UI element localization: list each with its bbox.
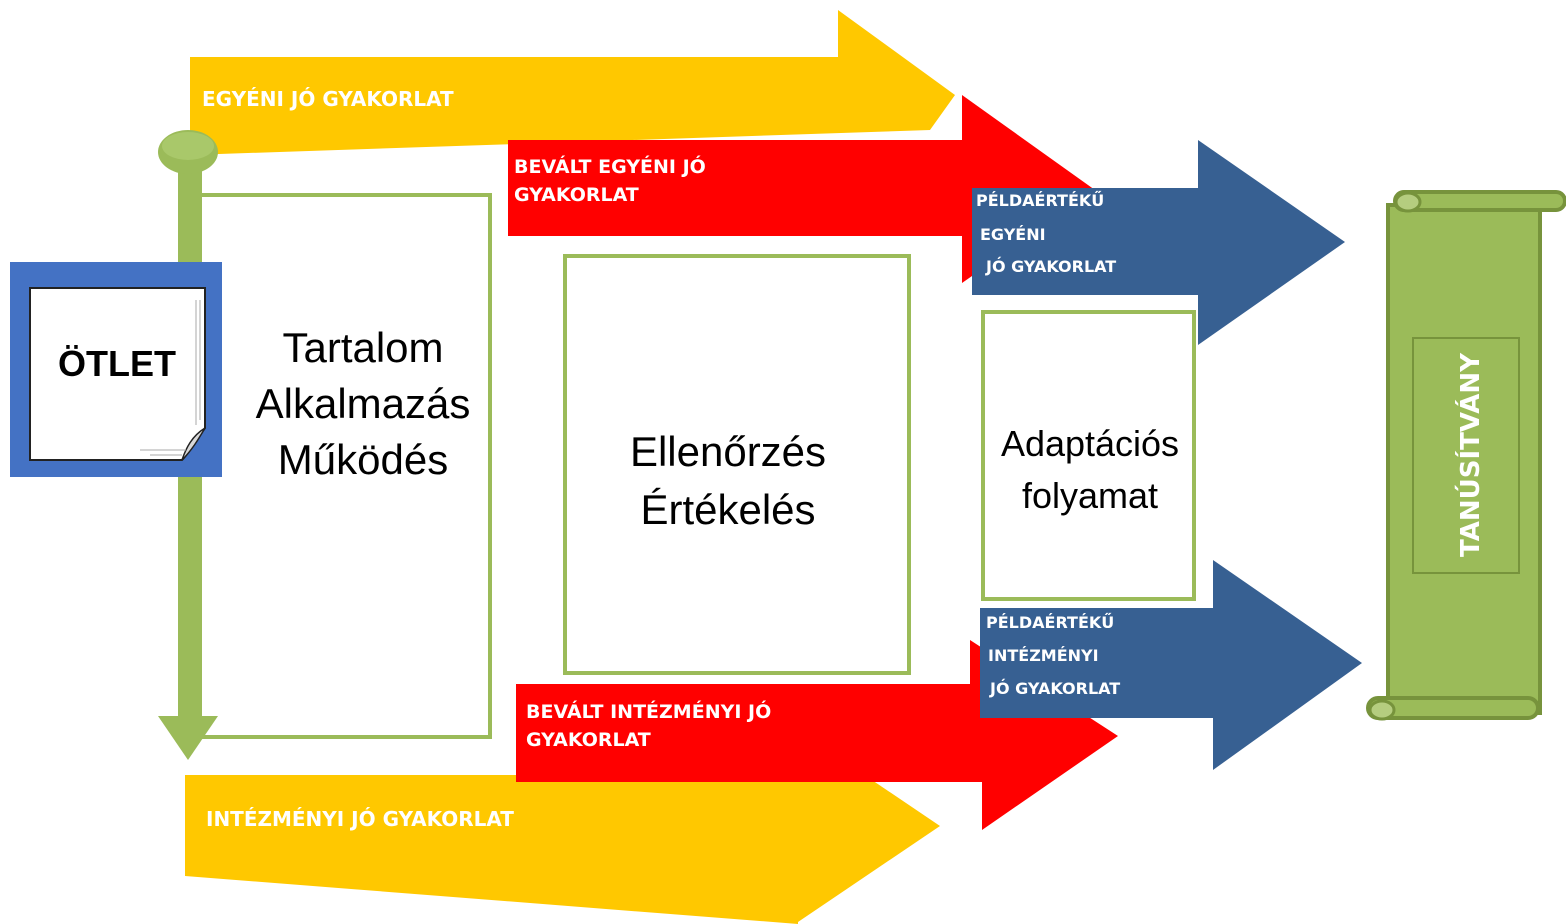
exemplary-institutional-label-line2: INTÉZMÉNYI: [988, 646, 1099, 665]
exemplary-individual-label-line3: JÓ GYAKORLAT: [985, 257, 1116, 276]
evaluation-box: Ellenőrzés Értékelés: [563, 254, 911, 675]
exemplary-individual-label-line1: PÉLDAÉRTÉKŰ: [976, 190, 1104, 210]
proven-individual-label-line2: GYAKORLAT: [514, 184, 639, 206]
adaptation-box-line1: Adaptációs: [1001, 423, 1179, 464]
scroll-icon: [1366, 190, 1566, 721]
individual-good-practice-label: EGYÉNI JÓ GYAKORLAT: [202, 87, 454, 111]
evaluation-box-line1: Ellenőrzés: [630, 428, 826, 475]
exemplary-institutional-label-line3: JÓ GYAKORLAT: [989, 679, 1120, 698]
adaptation-box: Adaptációs folyamat: [981, 310, 1196, 601]
certificate-label: TANÚSÍTVÁNY: [1454, 352, 1486, 557]
individual-good-practice-arrow: EGYÉNI JÓ GYAKORLAT: [190, 10, 955, 155]
evaluation-box-line2: Értékelés: [640, 486, 815, 533]
exemplary-institutional-arrow: PÉLDAÉRTÉKŰ INTÉZMÉNYI JÓ GYAKORLAT: [980, 560, 1362, 770]
content-box: Tartalom Alkalmazás Működés: [194, 193, 492, 739]
adaptation-box-line2: folyamat: [1022, 475, 1158, 516]
proven-institutional-arrow: BEVÁLT INTÉZMÉNYI JÓ GYAKORLAT: [516, 640, 1118, 830]
institutional-good-practice-label: INTÉZMÉNYI JÓ GYAKORLAT: [206, 807, 514, 831]
certificate-scroll: TANÚSÍTVÁNY: [1366, 190, 1566, 721]
content-box-line1: Tartalom: [282, 324, 443, 371]
proven-institutional-label-line2: GYAKORLAT: [526, 729, 651, 751]
content-box-line3: Működés: [278, 436, 448, 483]
note-page-icon: [29, 287, 206, 461]
proven-individual-arrow: BEVÁLT EGYÉNI JÓ GYAKORLAT: [508, 95, 1095, 283]
content-box-line2: Alkalmazás: [256, 380, 471, 427]
idea-box: ÖTLET: [10, 262, 222, 477]
idea-label: ÖTLET: [58, 343, 176, 384]
exemplary-individual-label-line2: EGYÉNI: [980, 225, 1046, 244]
exemplary-individual-arrow: PÉLDAÉRTÉKŰ EGYÉNI JÓ GYAKORLAT: [972, 140, 1345, 345]
exemplary-institutional-label-line1: PÉLDAÉRTÉKŰ: [986, 612, 1114, 632]
proven-individual-label-line1: BEVÁLT EGYÉNI JÓ: [514, 154, 706, 178]
proven-institutional-label-line1: BEVÁLT INTÉZMÉNYI JÓ: [526, 699, 771, 723]
